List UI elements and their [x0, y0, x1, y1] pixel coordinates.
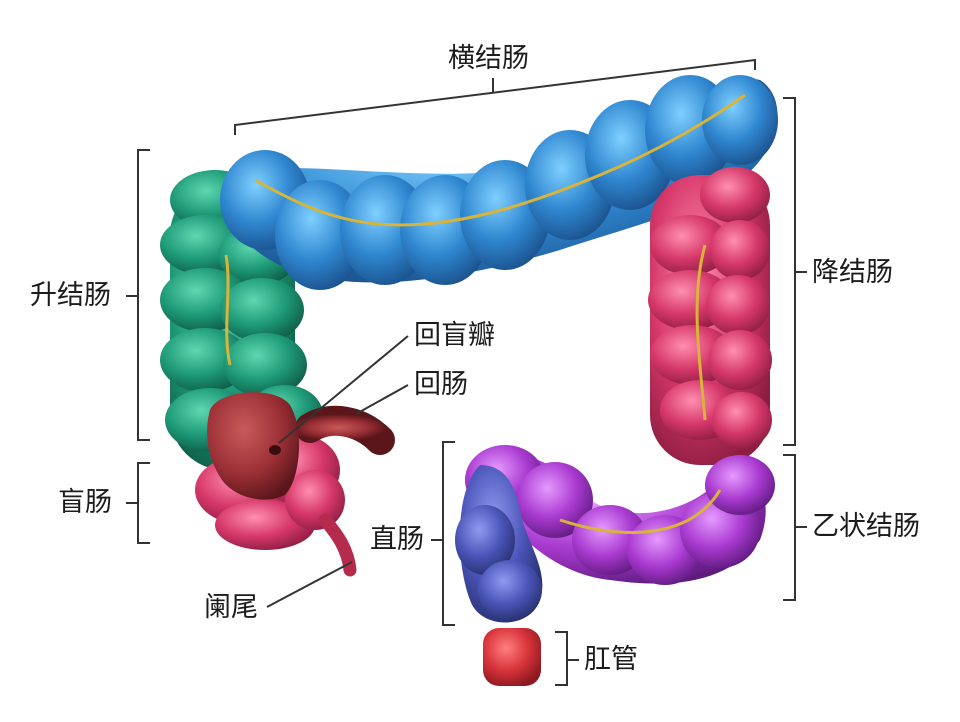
sigmoid-colon [465, 445, 775, 585]
label-transverse-colon: 横结肠 [448, 43, 529, 74]
label-rectum: 直肠 [370, 524, 424, 555]
label-appendix: 阑尾 [204, 592, 258, 623]
label-ascending-colon: 升结肠 [30, 280, 111, 311]
label-cecum: 盲肠 [58, 487, 112, 518]
label-ileum: 回肠 [414, 369, 468, 400]
label-anal-canal: 肛管 [584, 644, 638, 675]
transverse-colon [220, 75, 778, 290]
label-ileocecal-valve: 回盲瓣 [414, 320, 495, 351]
rectum [455, 465, 543, 623]
label-descending-colon: 降结肠 [812, 257, 893, 288]
ileum [207, 392, 395, 500]
descending-colon [648, 167, 772, 465]
appendix [318, 513, 357, 577]
annotation-lines [126, 58, 807, 686]
label-sigmoid-colon: 乙状结肠 [812, 511, 920, 542]
anal-canal [483, 628, 541, 686]
